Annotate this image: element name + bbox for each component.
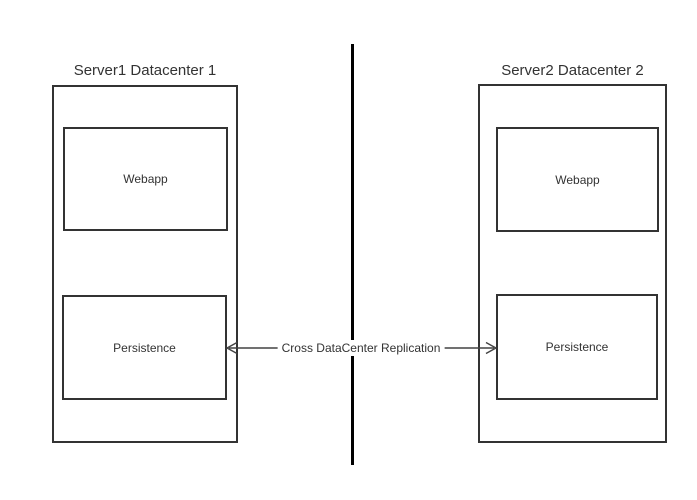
replication-arrow-label: Cross DataCenter Replication [277, 340, 445, 356]
datacenter-divider-line [351, 44, 354, 465]
server1-datacenter-title: Server1 Datacenter 1 [73, 62, 217, 79]
server1-webapp-label: Webapp [123, 172, 168, 186]
server2-persistence-label: Persistence [545, 340, 609, 354]
server2-webapp-box: Webapp [496, 127, 659, 232]
server1-persistence-box: Persistence [62, 295, 227, 400]
server2-persistence-box: Persistence [496, 294, 658, 400]
server2-datacenter-title: Server2 Datacenter 2 [501, 62, 644, 79]
server1-persistence-label: Persistence [113, 340, 176, 355]
server2-webapp-label: Webapp [555, 172, 600, 187]
server1-webapp-box: Webapp [63, 127, 228, 231]
